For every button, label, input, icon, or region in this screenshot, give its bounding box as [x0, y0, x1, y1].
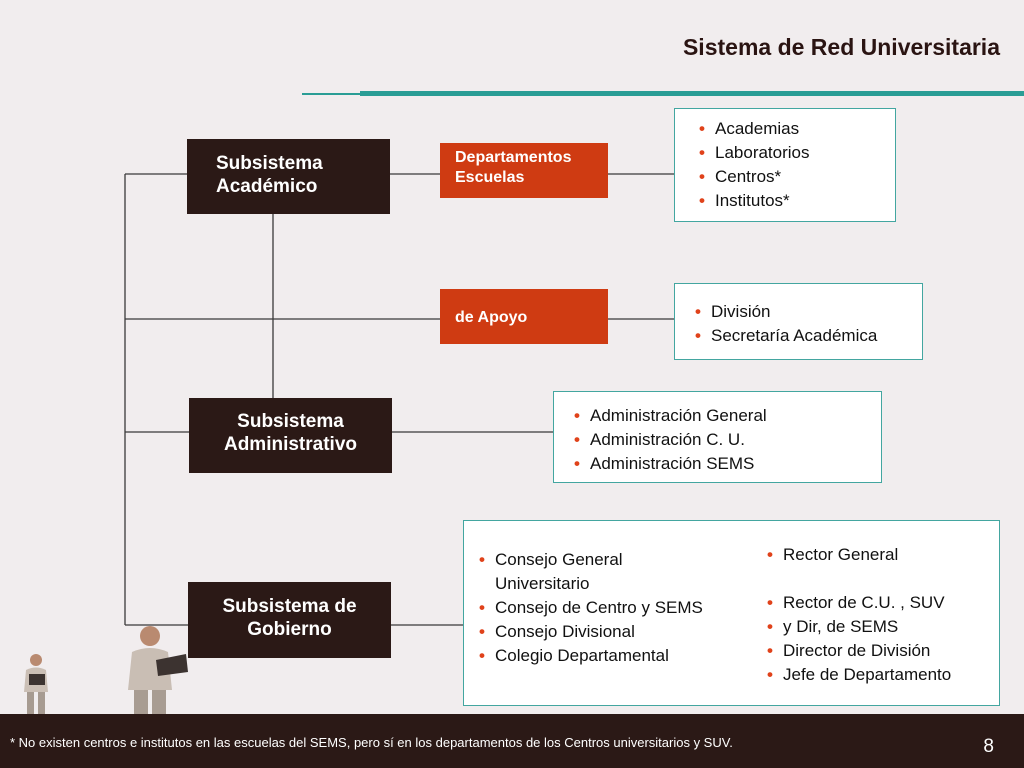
person-large-illustration — [128, 626, 188, 716]
list-item: Consejo de Centro y SEMS — [477, 596, 705, 620]
departamentos-list-box: Academias Laboratorios Centros* Institut… — [674, 108, 896, 222]
apoyo-label: de Apoyo — [455, 309, 528, 326]
person-small-illustration — [24, 654, 48, 716]
gobierno-left-column: Consejo General Universitario Consejo de… — [477, 548, 705, 668]
subsistema-gobierno-box: Subsistema de Gobierno — [188, 582, 391, 658]
list-item: Laboratorios — [697, 141, 895, 165]
title-rule-thin — [302, 93, 360, 95]
list-item: Jefe de Departamento — [765, 663, 997, 687]
gobierno-right-column: Rector General Rector de C.U. , SUV y Di… — [765, 543, 997, 687]
administrativo-line1: Subsistema — [237, 411, 344, 432]
list-item: Centros* — [697, 165, 895, 189]
gobierno-left-list: Consejo General Universitario Consejo de… — [477, 548, 705, 668]
subsistema-administrativo-box: Subsistema Administrativo — [189, 398, 392, 473]
departamentos-line1: Departamentos — [455, 149, 572, 166]
gobierno-right-list-top: Rector General — [765, 543, 997, 567]
list-item: Rector General — [765, 543, 997, 567]
slide-title: Sistema de Red Universitaria — [682, 34, 1000, 60]
list-item: Secretaría Académica — [693, 324, 922, 348]
gobierno-line1: Subsistema de — [222, 596, 357, 617]
administrativo-list-box: Administración General Administración C.… — [553, 391, 882, 483]
footnote-text: * No existen centros e institutos en las… — [10, 735, 733, 750]
footer-bar: * No existen centros e institutos en las… — [0, 714, 1024, 768]
list-item: Director de División — [765, 639, 997, 663]
gobierno-line2: Gobierno — [247, 619, 332, 640]
academico-line1: Subsistema — [216, 153, 323, 174]
departamentos-line2: Escuelas — [455, 169, 525, 186]
administrativo-list: Administración General Administración C.… — [572, 404, 881, 476]
academico-line2: Académico — [216, 176, 318, 197]
apoyo-list-box: División Secretaría Académica — [674, 283, 923, 360]
departamentos-list: Academias Laboratorios Centros* Institut… — [697, 117, 895, 213]
list-item: Rector de C.U. , SUV — [765, 591, 997, 615]
list-item: Academias — [697, 117, 895, 141]
list-item: Administración C. U. — [572, 428, 881, 452]
apoyo-box: de Apoyo — [440, 289, 608, 344]
title-rule-thick — [360, 91, 1024, 96]
list-item: Administración SEMS — [572, 452, 881, 476]
list-item: División — [693, 300, 922, 324]
departamentos-box: Departamentos Escuelas — [440, 143, 608, 198]
list-item: Colegio Departamental — [477, 644, 705, 668]
gobierno-right-list-bottom: Rector de C.U. , SUV y Dir, de SEMS Dire… — [765, 591, 997, 687]
list-item: Consejo General Universitario — [477, 548, 705, 596]
list-item: Institutos* — [697, 189, 895, 213]
apoyo-list: División Secretaría Académica — [693, 300, 922, 348]
page-number: 8 — [983, 736, 994, 757]
subsistema-academico-box: Subsistema Académico — [187, 139, 390, 214]
list-item: Administración General — [572, 404, 881, 428]
list-item: Consejo Divisional — [477, 620, 705, 644]
list-item: y Dir, de SEMS — [765, 615, 997, 639]
administrativo-line2: Administrativo — [223, 434, 358, 455]
